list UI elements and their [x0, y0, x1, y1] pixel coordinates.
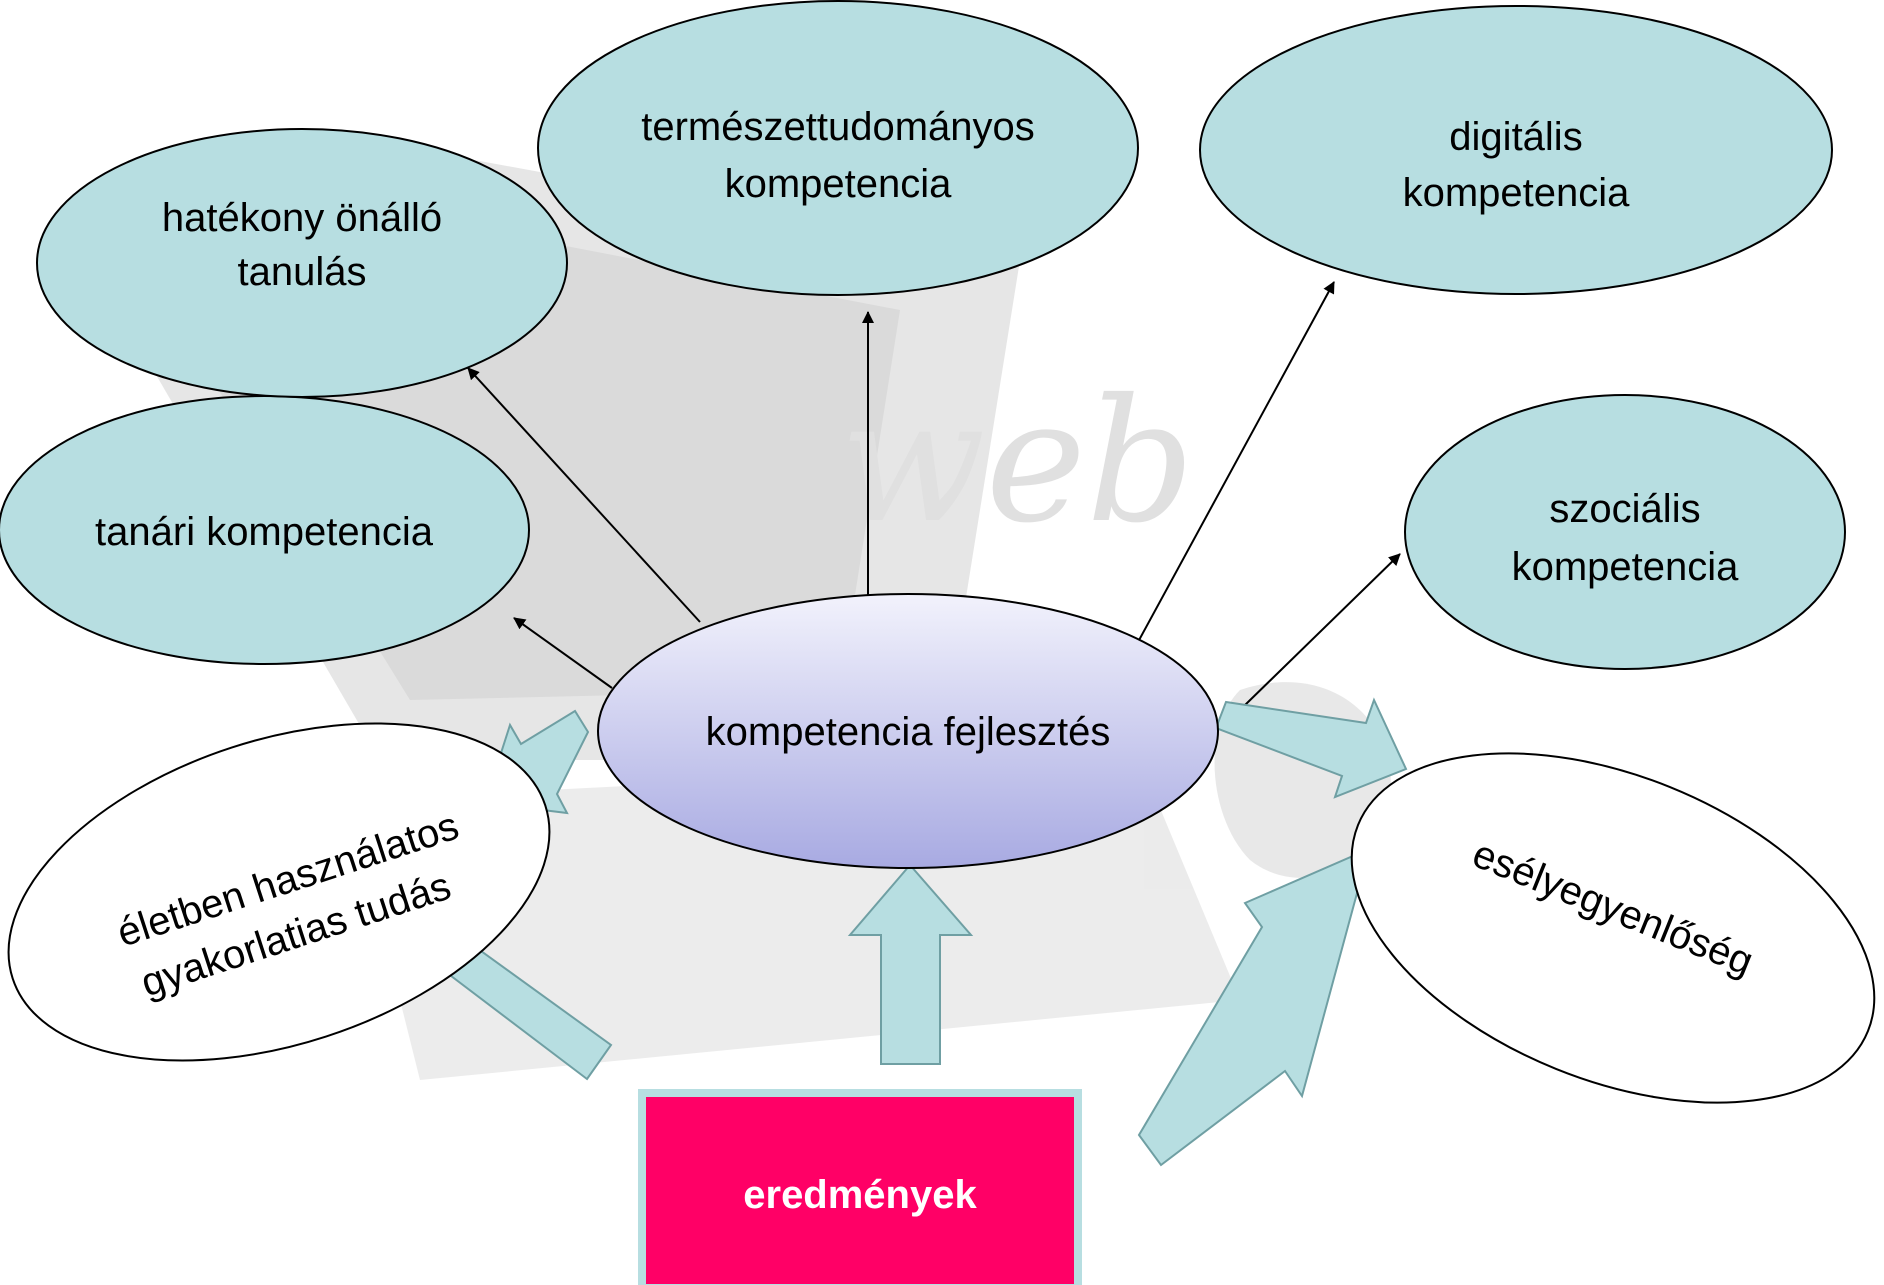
block-arrow-to-eselyegyenloseg: [1137, 847, 1371, 1167]
node-digitalis: digitális kompetencia: [1199, 5, 1833, 295]
node-termeszet: természettudományos kompetencia: [537, 0, 1139, 296]
hatekony-ellipse: [36, 128, 568, 398]
eselyegyenloseg-ellipse: [1350, 752, 1876, 1104]
tanari-label: tanári kompetencia: [95, 510, 434, 554]
arrow-to-hatekony: [467, 367, 701, 623]
hatekony-label-line2: tanulás: [238, 250, 367, 294]
center-label: kompetencia fejlesztés: [706, 710, 1111, 754]
digitalis-label-line1: digitális: [1449, 115, 1582, 159]
arrow-to-digitalis: [1137, 281, 1335, 643]
digitalis-ellipse: [1199, 5, 1833, 295]
szocialis-ellipse: [1404, 394, 1846, 670]
termeszet-label-line2: kompetencia: [725, 162, 953, 206]
block-arrow-up: [847, 863, 974, 1065]
center-ellipse: [597, 593, 1219, 869]
arrow-to-szocialis: [1243, 553, 1401, 707]
connector-arrows: [467, 281, 1401, 707]
szocialis-label-line1: szociális: [1549, 487, 1700, 531]
node-tanari: tanári kompetencia: [0, 395, 530, 665]
digitalis-label-line2: kompetencia: [1403, 171, 1631, 215]
arrow-to-tanari: [513, 617, 613, 689]
termeszet-label-line1: természettudományos: [641, 105, 1035, 149]
node-eselyegyenloseg: esélyegyenlőség: [1350, 752, 1876, 1104]
termeszet-ellipse: [537, 0, 1139, 296]
node-hatekony: hatékony önálló tanulás: [36, 128, 568, 398]
szocialis-label-line2: kompetencia: [1512, 545, 1740, 589]
block-arrow-center-to-right: [1214, 697, 1408, 799]
eredmenyek-box: [638, 1089, 1082, 1285]
eredmenyek-label: eredmények: [743, 1173, 977, 1217]
node-center: kompetencia fejlesztés: [597, 593, 1219, 869]
hatekony-label-line1: hatékony önálló: [162, 196, 442, 240]
node-eletben: életben használatos gyakorlatias tudás: [7, 722, 551, 1062]
node-szocialis: szociális kompetencia: [1404, 394, 1846, 670]
eletben-ellipse: [7, 722, 551, 1062]
node-eredmenyek: eredmények: [638, 1089, 1082, 1285]
background-watermark: web: [840, 363, 1195, 561]
